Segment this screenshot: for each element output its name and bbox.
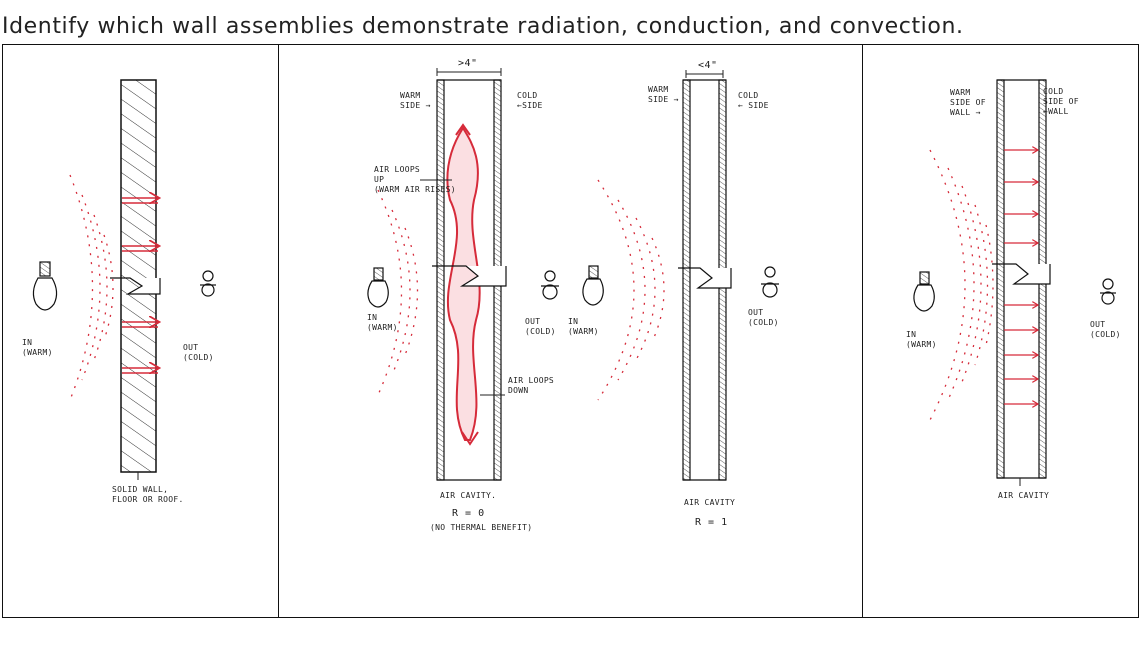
radiation-arcs bbox=[69, 174, 114, 401]
air-cavity-label: AIR CAVITY bbox=[998, 491, 1049, 500]
panel-solid-wall: IN(WARM) OUT(COLD) SOLID WALL,FLOOR OR R… bbox=[22, 79, 216, 504]
warm-label: IN(WARM) bbox=[367, 313, 398, 332]
person-icon bbox=[200, 270, 216, 297]
cavity-width-label: <4" bbox=[698, 60, 718, 71]
cold-label: OUT(COLD) bbox=[1090, 320, 1121, 339]
lightbulb-icon bbox=[32, 261, 58, 311]
person-icon bbox=[541, 270, 559, 300]
air-cavity-label: AIR CAVITY. bbox=[440, 491, 496, 500]
person-icon bbox=[1100, 278, 1116, 305]
lightbulb-icon bbox=[913, 271, 935, 312]
warm-label: IN(WARM) bbox=[22, 338, 53, 357]
thermal-benefit-label: (NO THERMAL BENEFIT) bbox=[430, 523, 532, 532]
person-icon bbox=[761, 266, 779, 298]
page-title: Identify which wall assemblies demonstra… bbox=[2, 14, 964, 39]
wall-break bbox=[110, 277, 161, 295]
solid-wall bbox=[120, 79, 157, 473]
warm-label: IN(WARM) bbox=[906, 330, 937, 349]
panel-divider-1 bbox=[278, 44, 279, 618]
cavity-width-label: >4" bbox=[458, 58, 478, 69]
solid-wall-note: SOLID WALL,FLOOR OR ROOF. bbox=[112, 485, 184, 504]
panel-divider-3 bbox=[862, 44, 863, 618]
warm-label: IN(WARM) bbox=[568, 317, 599, 336]
cold-label: OUT(COLD) bbox=[183, 343, 214, 362]
convection-loop bbox=[446, 125, 481, 441]
air-cavity-label: AIR CAVITY bbox=[684, 498, 735, 507]
r-value-label: R = 1 bbox=[695, 517, 728, 528]
cold-side-label: COLD← SIDE bbox=[738, 91, 769, 110]
radiation-arrows bbox=[1004, 150, 1038, 404]
conduction-arrows bbox=[122, 198, 158, 373]
r-value-label: R = 0 bbox=[452, 508, 485, 519]
cold-label: OUT(COLD) bbox=[525, 317, 556, 336]
cold-label: OUT(COLD) bbox=[748, 308, 779, 327]
lightbulb-icon bbox=[367, 267, 389, 308]
diagram-frame bbox=[2, 44, 1139, 618]
lightbulb-icon bbox=[582, 265, 604, 306]
cold-side-label: COLD←SIDE bbox=[517, 91, 543, 110]
